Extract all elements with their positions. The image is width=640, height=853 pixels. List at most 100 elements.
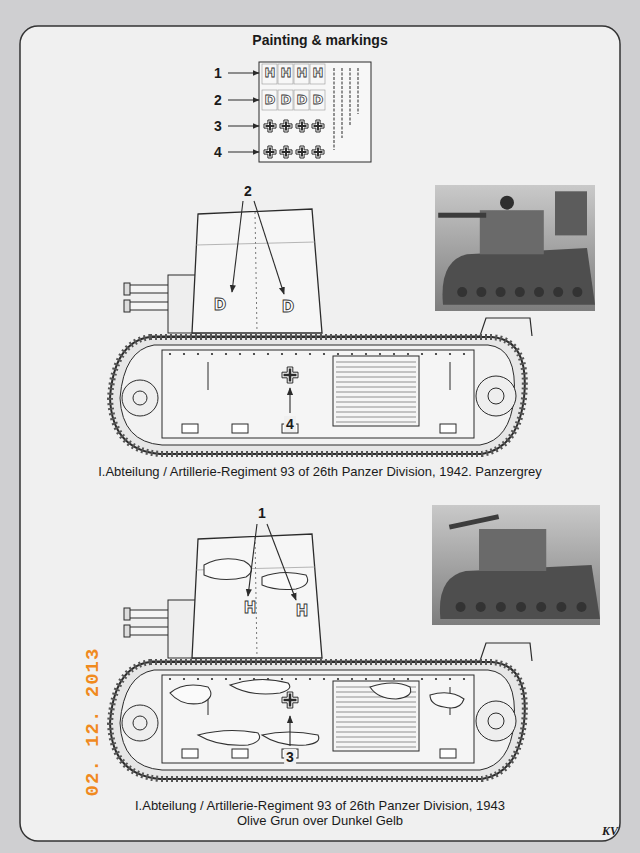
reference-photo (496, 287, 506, 297)
reference-photo (435, 185, 595, 311)
balkenkreuz (282, 692, 298, 708)
casemate (255, 537, 257, 658)
leader-arrow (248, 524, 257, 596)
side-skirt (421, 353, 423, 355)
reference-photo (479, 529, 546, 571)
reference-photo (515, 287, 525, 297)
decal-sheet (310, 90, 325, 110)
side-skirt (281, 678, 283, 680)
decal-sheet (294, 64, 309, 84)
reference-photo (443, 248, 596, 305)
side-skirt (239, 678, 241, 680)
side-skirt (449, 353, 451, 355)
balkenkreuz (266, 122, 275, 131)
track (110, 337, 525, 454)
callout-number: 4 (212, 144, 224, 160)
hull (150, 643, 532, 661)
hull (150, 318, 532, 336)
side-skirt (182, 749, 198, 758)
maker-logo: KV (602, 825, 618, 839)
decal-letter: D (313, 93, 324, 108)
side-skirt (162, 675, 474, 763)
side-skirt (336, 392, 416, 393)
side-skirt (336, 362, 416, 363)
leader-arrow (232, 201, 243, 292)
balkenkreuz (282, 148, 291, 157)
camouflage-patch (170, 559, 464, 746)
side-skirt (336, 422, 416, 423)
reference-photo (438, 213, 486, 218)
balkenkreuz (296, 120, 308, 132)
side-skirt (336, 702, 416, 703)
casemate (192, 534, 322, 658)
decal-sheet (262, 64, 277, 84)
reference-photo (534, 287, 544, 297)
reference-photo (555, 191, 587, 235)
casemate (196, 242, 315, 245)
casemate (192, 534, 322, 658)
decal-letter: H (297, 66, 308, 81)
balkenkreuz (280, 146, 292, 158)
side-skirt (333, 356, 419, 426)
track (122, 380, 158, 416)
side-skirt (449, 678, 451, 680)
callout-number: 3 (284, 749, 296, 765)
reference-photo (456, 602, 466, 612)
side-skirt (336, 722, 416, 723)
side-skirt (336, 417, 416, 418)
track (133, 716, 147, 730)
camouflage-patch (370, 683, 411, 699)
balkenkreuz (314, 122, 323, 131)
balkenkreuz (264, 120, 276, 132)
hull (150, 318, 532, 336)
reference-photo (577, 602, 587, 612)
hull (150, 643, 532, 661)
camouflage-patch (170, 685, 211, 704)
leader-arrow (289, 388, 290, 413)
side-skirt (309, 678, 311, 680)
reference-photo (457, 287, 467, 297)
paper-sheet (20, 26, 620, 841)
track (110, 337, 525, 454)
reference-photo (449, 514, 499, 529)
side-skirt (239, 353, 241, 355)
side-skirt (162, 350, 474, 438)
decal-sheet (228, 152, 259, 153)
balkenkreuz (264, 146, 276, 158)
decal-letter: D (297, 93, 308, 108)
side-skirt (336, 412, 416, 413)
decal-sheet (349, 68, 351, 126)
gun-barrel (124, 283, 130, 295)
balkenkreuz (282, 367, 298, 383)
decal-sheet (228, 62, 371, 162)
reference-photo (476, 287, 486, 297)
reference-photo (476, 602, 486, 612)
side-skirt (379, 353, 381, 355)
side-skirt (225, 353, 227, 355)
decal-letter: H (313, 66, 324, 81)
decal-sheet (228, 73, 259, 74)
balkenkreuz (280, 120, 292, 132)
side-skirt (421, 678, 423, 680)
camouflage-patch (204, 559, 252, 580)
side-skirt (162, 675, 474, 763)
decal-sheet (333, 68, 335, 150)
side-skirt (336, 387, 416, 388)
casemate (192, 209, 322, 333)
balkenkreuz (298, 148, 307, 157)
reference-photo (432, 505, 600, 625)
side-skirt (393, 353, 395, 355)
vehicle-marking: D (282, 299, 294, 316)
side-skirt (309, 353, 311, 355)
track (110, 662, 525, 779)
side-skirt (183, 678, 185, 680)
gun-barrel (124, 600, 202, 658)
balkenkreuz (296, 146, 308, 158)
balkenkreuz (296, 146, 308, 158)
side-skirt (169, 353, 171, 355)
decal-sheet (228, 126, 259, 127)
date-stamp: 02. 12. 2013 (83, 648, 105, 797)
